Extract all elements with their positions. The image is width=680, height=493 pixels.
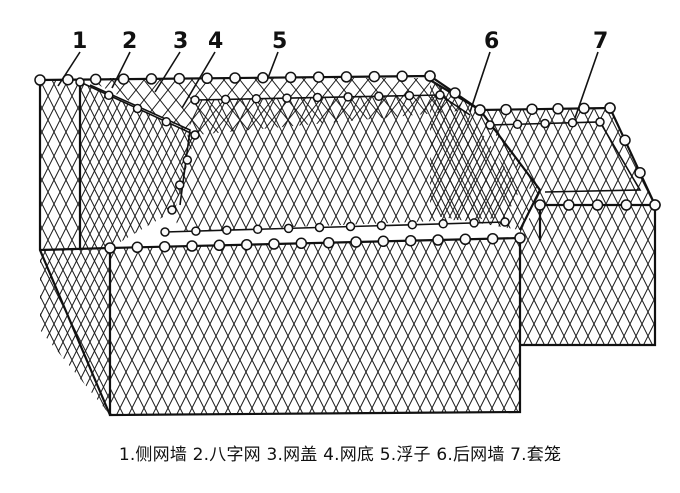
label-2-text: 2 (122, 29, 137, 54)
float-icon (257, 71, 269, 84)
float-icon (222, 225, 232, 235)
float-icon (201, 72, 213, 85)
float-icon (312, 71, 325, 83)
sleeve-cage (479, 106, 657, 347)
label-2: 2 (111, 29, 137, 89)
float-icon (312, 92, 323, 103)
float-icon (485, 120, 495, 130)
net-bottom (172, 94, 520, 232)
float-icon (240, 238, 253, 251)
float-icon (131, 241, 144, 254)
float-icon (158, 240, 171, 253)
float-icon (160, 227, 170, 237)
float-icon (396, 70, 408, 83)
float-icon (229, 72, 241, 84)
label-1-text: 1 (72, 29, 87, 54)
float-icon (377, 235, 390, 248)
float-icon (75, 77, 85, 87)
float-icon (469, 218, 479, 228)
float-icon (500, 103, 512, 116)
float-icon (552, 103, 564, 115)
float-icon (604, 102, 616, 114)
float-icon (314, 222, 325, 233)
float-icon (514, 232, 526, 244)
float-icon (595, 117, 605, 127)
float-icon (620, 199, 633, 211)
float-icon (283, 223, 294, 234)
float-icon (540, 118, 550, 129)
float-icon (104, 242, 116, 254)
float-icon (435, 90, 445, 100)
float-icon (322, 236, 335, 249)
front-net-wall (108, 238, 522, 417)
label-7-text: 7 (593, 29, 608, 54)
float-icon (190, 130, 200, 140)
float-icon (161, 117, 172, 127)
float-icon (220, 94, 231, 105)
float-icon (404, 234, 417, 247)
float-icon (252, 224, 263, 235)
float-icon (578, 102, 590, 115)
label-5: 5 (267, 29, 287, 79)
float-icon (167, 205, 177, 215)
float-icon (186, 240, 198, 252)
float-icon (649, 199, 661, 211)
float-icon (368, 70, 381, 83)
float-icon (145, 73, 158, 85)
float-icon (567, 118, 578, 128)
legend-caption: 1.侧网墙 2.八字网 3.网盖 4.网底 5.浮子 6.后网墙 7.套笼 (118, 445, 562, 465)
floats (34, 70, 661, 254)
label-3-text: 3 (173, 29, 188, 54)
float-icon (89, 73, 102, 86)
float-icon (374, 91, 384, 102)
float-icon (534, 199, 546, 211)
float-icon (251, 94, 262, 104)
float-icon (459, 233, 472, 246)
float-icon (563, 199, 575, 211)
float-icon (191, 226, 201, 236)
float-icon (132, 103, 143, 114)
float-icon (634, 166, 646, 179)
float-icon (526, 103, 538, 115)
float-icon (345, 221, 356, 232)
float-icon (34, 74, 46, 86)
label-1: 1 (57, 29, 87, 87)
float-icon (213, 239, 226, 252)
float-icon (474, 104, 486, 116)
float-icon (343, 92, 353, 102)
side-net-wall (38, 80, 112, 416)
float-icon (438, 219, 448, 229)
float-icon (117, 73, 130, 85)
float-icon (190, 95, 200, 105)
float-icon (350, 236, 362, 248)
float-icon (104, 90, 114, 101)
float-icon (282, 93, 292, 103)
float-icon (182, 155, 193, 165)
float-icon (404, 90, 415, 101)
float-icon (512, 119, 523, 130)
label-6: 6 (469, 29, 499, 113)
float-icon (295, 237, 308, 250)
float-icon (284, 71, 297, 84)
label-4-text: 4 (208, 29, 223, 54)
float-icon (591, 199, 604, 211)
float-icon (407, 219, 418, 230)
float-icon (486, 232, 499, 245)
float-icon (449, 87, 461, 99)
label-6-text: 6 (484, 29, 499, 54)
label-4: 4 (181, 29, 223, 109)
float-icon (376, 220, 387, 231)
float-icon (173, 72, 186, 85)
float-icon (424, 70, 436, 82)
label-5-text: 5 (272, 29, 287, 54)
float-icon (174, 180, 185, 190)
float-icon (619, 134, 631, 147)
float-icon (340, 71, 353, 83)
net-diagram: 1 2 3 4 5 6 7 (34, 29, 661, 417)
float-icon (500, 217, 510, 227)
label-3: 3 (154, 29, 188, 93)
label-7: 7 (574, 29, 608, 119)
float-icon (432, 234, 444, 246)
float-icon (268, 238, 280, 250)
